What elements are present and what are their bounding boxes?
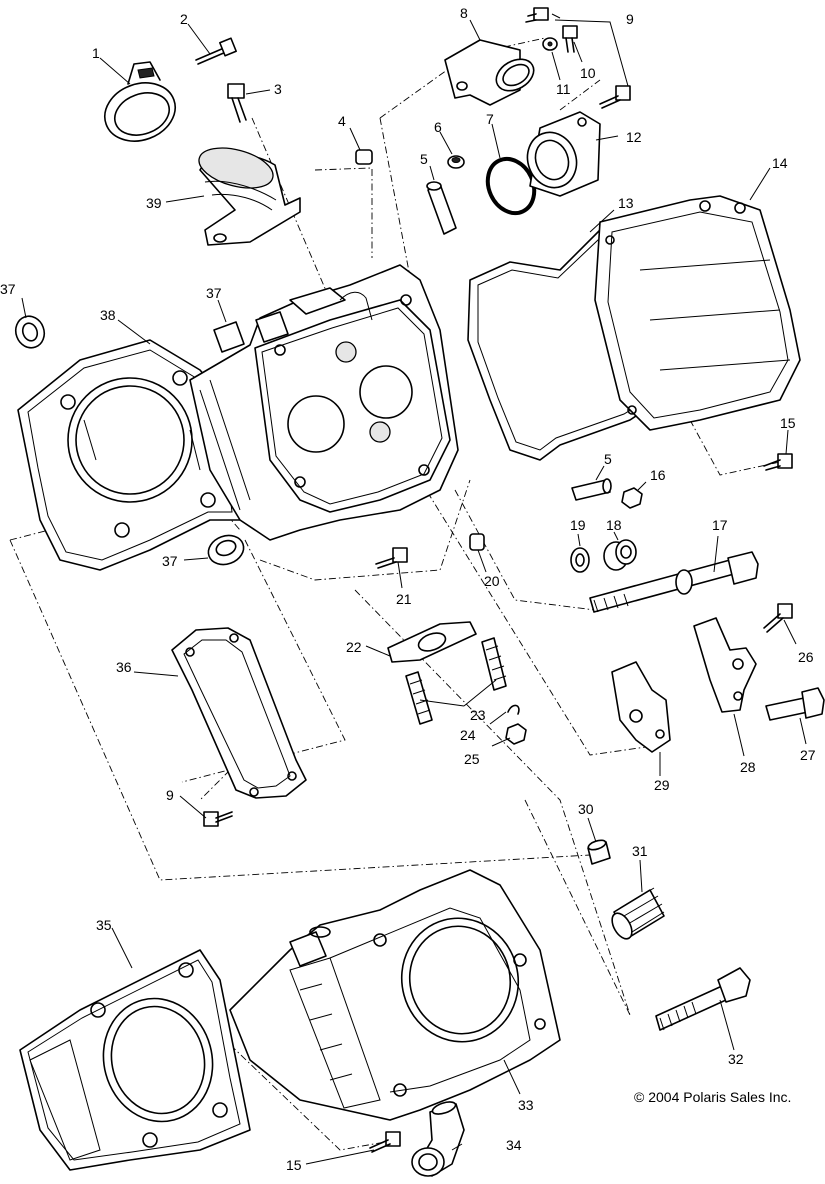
- callout-37-left: 37: [0, 281, 16, 297]
- callout-22: 22: [346, 639, 362, 655]
- callout-15-lower: 15: [286, 1157, 302, 1173]
- callout-33: 33: [518, 1097, 534, 1113]
- screw-part-2: [195, 37, 237, 65]
- callout-16: 16: [650, 467, 666, 483]
- oil-seal-part-18: [603, 539, 637, 571]
- callout-26: 26: [798, 649, 814, 665]
- valve-guide-part-lower: [571, 478, 612, 501]
- callout-labels: 1 2 3 4 5 6 7 8 9 10 11 12 13 14 15 5 16…: [0, 5, 816, 1173]
- callout-15-upper: 15: [780, 415, 796, 431]
- dowel-part-4: [355, 149, 373, 165]
- callout-39: 39: [146, 195, 162, 211]
- callout-29: 29: [654, 777, 670, 793]
- callout-32: 32: [728, 1051, 744, 1067]
- base-gasket-part: [19, 949, 251, 1171]
- washer-part-11: [542, 37, 558, 51]
- callout-3: 3: [274, 81, 282, 97]
- screw-part-9-upper: [525, 7, 549, 23]
- callout-23: 23: [470, 707, 486, 723]
- callout-20: 20: [484, 573, 500, 589]
- nut-part-16: [621, 487, 643, 509]
- bolt-part-26: [763, 603, 793, 633]
- seal-part-37-lower: [207, 534, 245, 566]
- nut-part-25: [505, 723, 527, 745]
- callout-35: 35: [96, 917, 112, 933]
- washer-part-19: [570, 547, 590, 573]
- callout-38: 38: [100, 307, 116, 323]
- callout-19: 19: [570, 517, 586, 533]
- callout-36: 36: [116, 659, 132, 675]
- callout-9-upper: 9: [626, 11, 634, 27]
- dowel-part-30: [587, 839, 611, 865]
- clamp-part: [104, 61, 176, 142]
- callout-13: 13: [618, 195, 634, 211]
- callout-25: 25: [464, 751, 480, 767]
- dowel-part-20: [469, 533, 485, 551]
- head-gasket-part: [17, 339, 241, 571]
- cam-cover-gasket-part: [171, 627, 307, 799]
- thermostat-housing-part: [444, 39, 535, 106]
- cylinder-head-part: [189, 264, 459, 541]
- head-bolt-part-32: [655, 967, 751, 1031]
- callout-10: 10: [580, 65, 596, 81]
- bolt-part-27: [765, 687, 825, 721]
- valve-guide-part-upper: [426, 181, 457, 235]
- bolt-part-15-upper: [763, 453, 793, 471]
- intake-boot-part: [198, 147, 301, 246]
- callout-37-center: 37: [206, 285, 222, 301]
- head-bolt-part-17: [589, 551, 759, 613]
- elbow-fitting-part: [411, 1101, 465, 1177]
- callout-34: 34: [506, 1137, 522, 1153]
- screw-part-9-lower: [203, 811, 233, 827]
- stud-part-23: [405, 637, 507, 725]
- callout-27: 27: [800, 747, 816, 763]
- callout-12: 12: [626, 129, 642, 145]
- callout-4: 4: [338, 113, 346, 129]
- lock-washer-part-24: [507, 704, 520, 715]
- callout-7: 7: [486, 111, 494, 127]
- bolt-part-3: [227, 83, 247, 123]
- bracket-part-29: [611, 661, 671, 753]
- callout-37-lower: 37: [162, 553, 178, 569]
- callout-5-lower: 5: [604, 451, 612, 467]
- callout-17: 17: [712, 517, 728, 533]
- callout-28: 28: [740, 759, 756, 775]
- bracket-part-28: [693, 617, 757, 713]
- copyright-notice: © 2004 Polaris Sales Inc.: [634, 1089, 791, 1105]
- callout-6: 6: [434, 119, 442, 135]
- callout-11: 11: [556, 81, 571, 97]
- bolt-part-15-lower: [369, 1131, 401, 1153]
- callout-31: 31: [632, 843, 648, 859]
- seal-part-37-left: [14, 315, 46, 349]
- valve-cover-part: [594, 195, 801, 431]
- callout-9-lower: 9: [166, 787, 174, 803]
- callout-24: 24: [460, 727, 476, 743]
- callout-8: 8: [460, 5, 468, 21]
- valve-seal-part-6: [447, 155, 465, 169]
- callout-5-upper: 5: [420, 151, 428, 167]
- callout-2: 2: [180, 11, 188, 27]
- callout-14: 14: [772, 155, 788, 171]
- water-outlet-part: [526, 111, 601, 197]
- callout-1: 1: [92, 45, 100, 61]
- callout-21: 21: [396, 591, 412, 607]
- leader-lines: [21, 13, 807, 1165]
- bolt-part-21: [375, 547, 408, 569]
- bolt-part-10: [562, 25, 578, 53]
- tensioner-part-31: [611, 887, 665, 940]
- exhaust-gasket-part: [387, 621, 477, 663]
- callout-30: 30: [578, 801, 594, 817]
- screw-part-9-right: [599, 85, 631, 109]
- callout-18: 18: [606, 517, 622, 533]
- cylinder-part: [229, 869, 561, 1121]
